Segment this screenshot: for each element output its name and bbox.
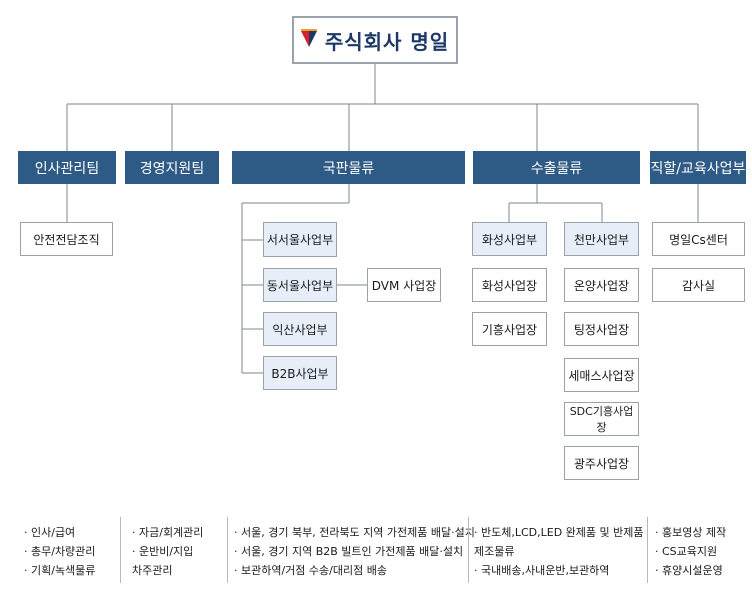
unit-hwaseong-site: 화성사업장 xyxy=(472,268,547,302)
dept-direct-education: 직할/교육사업부 xyxy=(650,151,746,184)
unit-sdc-giheung-site: SDC기흥사업장 xyxy=(564,402,639,436)
dept-domestic-logistics: 국판물류 xyxy=(232,151,465,184)
company-name: 주식회사 명일 xyxy=(324,29,450,54)
company-logo-icon xyxy=(300,29,317,47)
notes-hr: · 인사/급여· 총무/차량관리· 기획/녹색물류 xyxy=(24,526,96,577)
dept-management: 경영지원팀 xyxy=(125,151,219,184)
unit-east-seoul: 동서울사업부 xyxy=(263,268,337,302)
dept-hr: 인사관리팀 xyxy=(18,151,116,184)
dept-export-logistics: 수출물류 xyxy=(473,151,640,184)
unit-b2b: B2B사업부 xyxy=(263,356,337,390)
unit-cheonan-division: 천만사업부 xyxy=(564,222,639,256)
note-divider xyxy=(120,517,121,583)
unit-audit: 감사실 xyxy=(652,268,745,302)
unit-dvm: DVM 사업장 xyxy=(367,268,441,302)
unit-onyang-site: 온양사업장 xyxy=(564,268,639,302)
unit-gwangju-site: 광주사업장 xyxy=(564,446,639,480)
unit-safety: 안전전담조직 xyxy=(20,222,113,256)
company-title-box: 주식회사 명일 xyxy=(292,16,458,64)
notes-export: · 반도체,LCD,LED 완제품 및 반제품 제조물류· 국내배송,사내운반,… xyxy=(474,526,644,577)
note-divider xyxy=(227,517,228,583)
notes-domestic: · 서울, 경기 북부, 전라북도 지역 가전제품 배달·설치· 서울, 경기 … xyxy=(234,526,475,577)
unit-hwaseong-division: 화성사업부 xyxy=(472,222,547,256)
note-divider xyxy=(468,517,469,583)
note-divider xyxy=(647,517,648,583)
notes-management: · 자금/회계관리· 운반비/지입 차주관리 xyxy=(132,526,204,577)
unit-iksan: 익산사업부 xyxy=(263,312,337,346)
notes-direct: · 홍보영상 제작· CS교육지원· 휴양시설운영 xyxy=(655,526,727,577)
unit-giheung-site: 기흥사업장 xyxy=(472,312,547,346)
unit-tangjeong-site: 팅정사업장 xyxy=(564,312,639,346)
unit-west-seoul: 서서울사업부 xyxy=(263,222,337,257)
unit-semes-site: 세매스사업장 xyxy=(564,358,639,392)
unit-cs-center: 명일Cs센터 xyxy=(652,222,745,256)
